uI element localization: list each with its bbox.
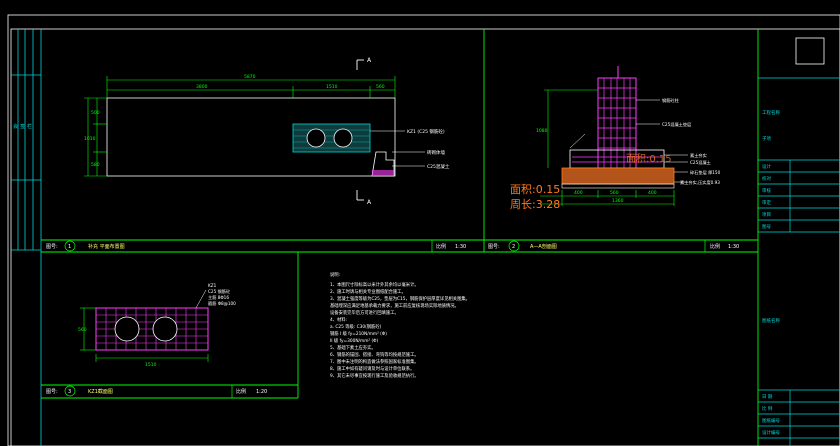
- area-label-ghost: 面积:0.15: [626, 153, 672, 165]
- plan-slab-outline: [106, 97, 396, 177]
- panel-1-label-no: 图号:: [46, 244, 58, 250]
- tb-row-4: 审定: [762, 199, 771, 206]
- plan-callout-kz1: KZ1 (C25 钢筋砼): [407, 128, 445, 135]
- notes-line-1: 1、本图尺寸除标高以米计外其余均以毫米计。: [330, 281, 419, 288]
- tb-row-5: 项目: [762, 212, 771, 218]
- kz1-dim-height: 560: [78, 327, 87, 333]
- panel-2-title: A—A剖面图: [530, 243, 557, 250]
- section-dim-base-left: 400: [574, 190, 583, 196]
- plan-dim-total: 5870: [244, 74, 256, 80]
- notes-line-13: 8、施工中如有疑问请及时与设计单位联系。: [330, 365, 414, 372]
- tb-bottom-row-3: 图纸编号: [762, 417, 780, 424]
- tb-row-2: 校对: [762, 175, 771, 182]
- panel-3-footer: 图号: 3 KZ1截面图 比例 1:20: [46, 385, 267, 397]
- plan-dim-left-bottom: 580: [91, 162, 100, 168]
- panel-1-title: 补充 平面布置图: [88, 243, 125, 250]
- notes-line-7: a. C25 等级: C30(钢筋砼): [330, 323, 382, 330]
- section-dim-height: 1080: [536, 128, 548, 134]
- notes-line-10: 5、基础下素土应夯实。: [330, 344, 376, 351]
- panel-2-section: 1080 400 560 400 1360 钢筋砼柱 C25混凝土垫层 素土夯实…: [488, 66, 739, 252]
- tb-bottom-row-1: 日 期: [762, 394, 773, 400]
- notes-line-3: 3、混凝土强度等级为C25，垫层为C15，钢筋保护层厚度详见相关图集。: [330, 295, 470, 302]
- plan-section-mark-bottom: A: [367, 199, 372, 206]
- panel-1-scale: 1:30: [455, 244, 466, 250]
- plan-dim-left: 3800: [196, 84, 208, 90]
- plan-dim-right: 560: [376, 84, 385, 90]
- section-dim-base-right: 400: [648, 190, 657, 196]
- notes-line-9: II 级 fy=300N/mm² (Φ): [330, 337, 379, 344]
- notes-title: 说明:: [330, 271, 340, 278]
- drawing-frame: [7, 14, 840, 446]
- panel-1-footer: 图号: 1 补充 平面布置图 比例 1:30: [46, 240, 466, 252]
- panel-3-kz1-section: 560 1510 KZ1 C25 钢筋砼 主筋 8Φ16 箍筋 Φ8@100 图…: [46, 283, 267, 398]
- section-callout-3: 素土夯实: [690, 152, 707, 159]
- kz1-callout-3: 主筋 8Φ16: [208, 294, 229, 301]
- panel-2-scale: 1:30: [728, 244, 739, 250]
- section-dim-base-mid: 560: [610, 190, 619, 196]
- tb-bottom-row-4: 设计编号: [762, 429, 780, 436]
- tb-row-6: 图号: [762, 224, 771, 230]
- panel-1-scale-label: 比例: [436, 243, 446, 250]
- notes-line-12: 7、图中未注明的构造做法参照国家标准图集。: [330, 358, 419, 365]
- title-block: 工程名称 子项 设计 校对 审核 审定 项目 图号 图纸名称 日 期 比 例 图…: [758, 37, 840, 446]
- panel-grid: [41, 29, 759, 446]
- plan-dim-mid: 1510: [326, 84, 338, 90]
- kz1-callout-4: 箍筋 Φ8@100: [208, 300, 236, 307]
- panel-1-number: 1: [68, 244, 71, 250]
- section-gravel-bed: [561, 167, 675, 185]
- left-strip-label-2: 签: [20, 123, 25, 130]
- section-callout-4: C25混凝土: [690, 159, 711, 166]
- panel-3-scale: 1:20: [256, 389, 267, 395]
- notes-line-2: 2、施工时请与相关专业图纸配合施工。: [330, 288, 406, 295]
- panel-2-label-no: 图号:: [488, 244, 500, 250]
- tb-top-label-2: 子项: [762, 135, 771, 142]
- panel-1-plan: 5870 3800 1510 560 500 1010 580: [46, 57, 466, 252]
- panel-3-title: KZ1截面图: [88, 388, 113, 395]
- general-notes: 说明: 1、本图尺寸除标高以米计外其余均以毫米计。 2、施工时请与相关专业图纸配…: [330, 271, 470, 379]
- left-strip-labels: 会 签 栏: [13, 123, 32, 130]
- panel-2-number: 2: [512, 244, 515, 250]
- tb-row-3: 审核: [762, 187, 771, 194]
- notes-line-8: 钢筋 I 级 fy=210N/mm² (Φ): [330, 330, 387, 337]
- tb-bottom-row-2: 比 例: [762, 405, 773, 412]
- plan-dim-left-mid: 1010: [84, 136, 96, 142]
- plan-dim-left-top: 500: [91, 110, 100, 116]
- panel-3-number: 3: [68, 389, 71, 395]
- notes-line-6: 4、材料:: [330, 316, 347, 323]
- kz1-callout-1: KZ1: [208, 283, 217, 288]
- kz1-callout-2: C25 钢筋砼: [208, 288, 231, 295]
- tb-mid-label: 图纸名称: [762, 317, 780, 324]
- panel-2-scale-label: 比例: [710, 243, 720, 250]
- plan-callout-concrete: C25混凝土: [427, 163, 450, 170]
- left-strip-label-1: 会: [13, 123, 18, 130]
- section-dim-total: 1360: [612, 198, 624, 204]
- notes-line-11: 6、钢筋的锚固、搭接、弯钩等均按规范施工。: [330, 351, 419, 358]
- panel-3-scale-label: 比例: [236, 388, 246, 395]
- left-strip-label-3: 栏: [27, 123, 32, 130]
- tb-row-1: 设计: [762, 163, 771, 170]
- panel-3-label-no: 图号:: [46, 389, 58, 395]
- section-callout-2: C25混凝土垫层: [662, 121, 691, 128]
- section-callout-5: 碎石垫层 厚150: [690, 169, 721, 176]
- notes-line-4: 基础埋深应满足地基承载力要求，施工前应复核现场实际地质情况。: [330, 302, 459, 309]
- section-callout-1: 钢筋砼柱: [662, 97, 680, 104]
- plan-column-kz1: [292, 123, 371, 153]
- section-callout-6: 素土夯实,压实度0.93: [680, 179, 720, 186]
- plan-callout-wall: 砖砌体墙: [427, 149, 445, 156]
- left-sign-strip: [11, 29, 42, 446]
- kz1-dim-width: 1510: [145, 362, 157, 368]
- notes-line-14: 9、其它未尽事宜按现行施工及验收规范执行。: [330, 372, 419, 379]
- tb-top-label-1: 工程名称: [762, 109, 780, 116]
- perimeter-label: 周长:3.28: [510, 198, 560, 211]
- notes-line-5: 设备安装完毕后方可进行回填施工。: [330, 309, 399, 316]
- plan-section-mark-top: A: [367, 57, 372, 64]
- panel-2-footer: 图号: 2 A—A剖面图 比例 1:30: [488, 240, 739, 252]
- area-label: 面积:0.15: [510, 183, 560, 196]
- area-annotation: 面积:0.15 周长:3.28: [510, 183, 560, 211]
